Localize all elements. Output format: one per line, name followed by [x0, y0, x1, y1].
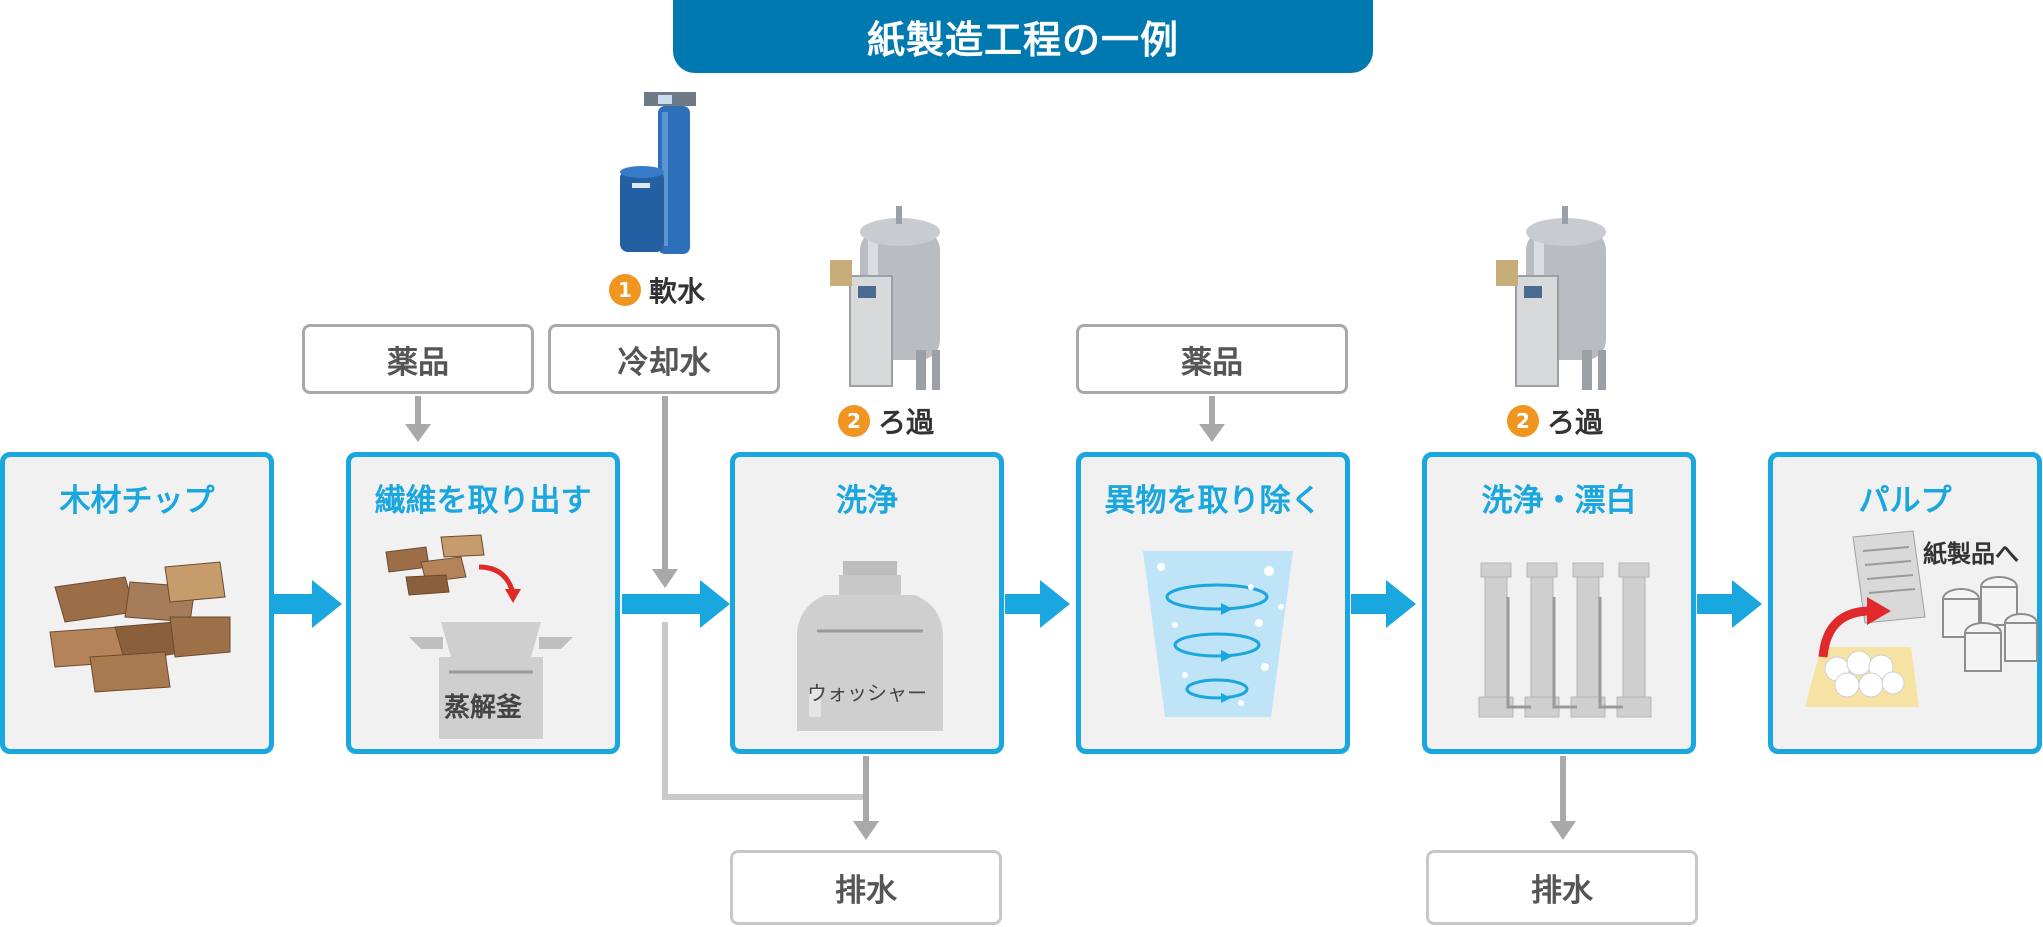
softener-label-text: 軟水 [649, 275, 706, 308]
pulp-products-icon [1805, 530, 2038, 707]
chemical-2-arrowhead [1199, 424, 1225, 442]
stage-washing-title: 洗浄 [836, 483, 898, 519]
softener-number-badge: 1 [609, 274, 641, 306]
bleaching-towers-icon [1478, 562, 1652, 718]
stage-extract-fibers-title: 繊維を取り出す [374, 483, 592, 519]
wood-chips-icon [49, 561, 231, 693]
digester-label: 蒸解釜 [443, 693, 522, 723]
drain-box-1: 排水 [730, 850, 1002, 925]
stage-pulp-title: パルプ [1858, 483, 1952, 519]
filter-2-number-badge: 2 [1507, 405, 1539, 437]
filtration-tank-1-icon [830, 206, 940, 390]
filter-2-label: 2 ろ過 [1507, 401, 1603, 441]
cooling-water-arrowhead [652, 569, 678, 588]
filtration-tank-2-icon [1496, 206, 1606, 390]
washer-label: ウォッシャー [807, 681, 927, 705]
filter-1-label: 2 ろ過 [838, 401, 934, 441]
flow-arrow-3 [1005, 580, 1070, 628]
flow-arrow-1 [274, 580, 342, 628]
washer-icon [797, 561, 943, 731]
stage-remove-impurities: 異物を取り除く [1076, 452, 1350, 754]
drain-2-arrowhead [1550, 821, 1576, 840]
cleaner-vortex-icon [1143, 551, 1293, 717]
flow-arrow-5 [1697, 580, 1762, 628]
stage-extract-fibers: 繊維を取り出す 蒸解釜 [346, 452, 620, 754]
stage-washing: 洗浄 ウォッシャー [730, 452, 1004, 754]
flow-arrow-4 [1351, 580, 1416, 628]
filter-2-label-text: ろ過 [1547, 406, 1604, 439]
chemical-input-box-2: 薬品 [1076, 324, 1348, 394]
water-softener-icon [620, 92, 696, 254]
stage-pulp: パルプ 紙製品へ [1768, 452, 2042, 754]
flow-arrow-2 [622, 580, 730, 628]
stage-remove-impurities-title: 異物を取り除く [1104, 483, 1322, 519]
stage-wood-chips: 木材チップ [0, 452, 274, 754]
stage-washing-bleaching: 洗浄・漂白 [1422, 452, 1696, 754]
page-title: 紙製造工程の一例 [673, 0, 1373, 73]
paper-products-label: 紙製品へ [1923, 540, 2019, 568]
chemical-input-box-1: 薬品 [302, 324, 534, 394]
cooling-water-input-box: 冷却水 [548, 324, 780, 394]
drain-1-return-line [662, 622, 866, 800]
softener-label: 1 軟水 [609, 270, 705, 310]
filter-1-label-text: ろ過 [878, 406, 935, 439]
drain-box-2: 排水 [1426, 850, 1698, 925]
chemical-1-arrowhead [405, 424, 431, 442]
digester-icon [385, 534, 573, 739]
stage-wood-chips-title: 木材チップ [59, 483, 215, 519]
drain-1-arrowhead [853, 821, 879, 840]
stage-washing-bleaching-title: 洗浄・漂白 [1481, 483, 1637, 519]
filter-1-number-badge: 2 [838, 405, 870, 437]
